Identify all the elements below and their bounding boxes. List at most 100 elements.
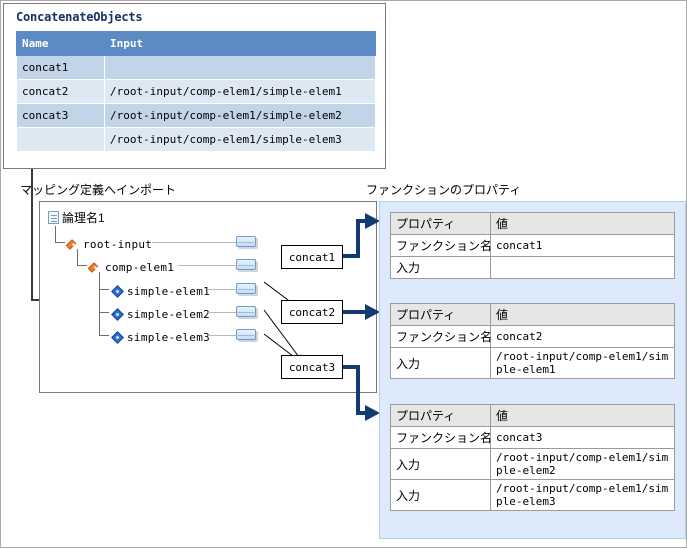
navy-connector-h <box>343 365 360 369</box>
tree-node-simple-elem2[interactable]: simple-elem2 <box>111 306 211 322</box>
navy-connector-h <box>343 310 367 314</box>
page-title: ConcatenateObjects <box>16 10 143 24</box>
connector-chip[interactable] <box>236 283 256 294</box>
navy-connector-v <box>356 219 360 258</box>
table-row[interactable]: concat1 <box>16 55 376 80</box>
connector-chip[interactable] <box>236 259 256 270</box>
property-table-concat3: プロパティ 値 ファンクション名 concat3 入力 /root-input/… <box>390 404 675 511</box>
table-header-row: プロパティ 値 <box>390 303 675 326</box>
column-header-property: プロパティ <box>390 212 491 235</box>
property-table-concat1: プロパティ 値 ファンクション名 concat1 入力 <box>390 212 675 279</box>
row-value <box>490 256 675 279</box>
navy-arrow-head-icon <box>365 304 380 320</box>
function-properties-panel: プロパティ 値 ファンクション名 concat1 入力 プロパティ 値 ファンク… <box>379 201 686 539</box>
tree-node-label: simple-elem2 <box>127 307 211 321</box>
tree-node-simple-elem1[interactable]: simple-elem1 <box>111 283 211 299</box>
navy-connector-v <box>356 365 360 415</box>
complex-element-icon <box>65 238 79 250</box>
cell-input: /root-input/comp-elem1/simple-elem1 <box>104 79 376 104</box>
simple-element-icon <box>111 330 124 344</box>
row-key: 入力 <box>390 448 491 480</box>
tree-node-simple-elem3[interactable]: simple-elem3 <box>111 329 211 345</box>
function-box-label: concat2 <box>288 305 336 319</box>
cell-name: concat2 <box>16 79 105 104</box>
table-row: ファンクション名 concat3 <box>390 426 675 449</box>
tree-node-label: 論理名1 <box>62 210 105 225</box>
tree-guide-line <box>99 312 109 313</box>
tree-guide-line <box>55 226 56 243</box>
table-row[interactable]: concat3 /root-input/comp-elem1/simple-el… <box>16 103 376 128</box>
table-row: 入力 /root-input/comp-elem1/simple-elem2 <box>390 448 675 480</box>
tree-node-comp-elem1[interactable]: comp-elem1 <box>87 259 175 275</box>
cell-input <box>104 55 376 80</box>
tree-connector-dash <box>208 335 237 336</box>
connector-chip[interactable] <box>236 236 256 247</box>
table-header-row: Name Input <box>16 31 376 56</box>
table-header-row: プロパティ 値 <box>390 212 675 235</box>
navy-arrow-head-icon <box>365 213 380 229</box>
navy-connector-h <box>356 411 367 415</box>
tree-guide-line <box>99 272 100 336</box>
tree-node-label: simple-elem3 <box>127 330 211 344</box>
cell-input: /root-input/comp-elem1/simple-elem3 <box>104 127 376 152</box>
row-key: ファンクション名 <box>390 426 492 449</box>
function-box-concat3[interactable]: concat3 <box>281 355 343 379</box>
row-value: concat3 <box>490 426 675 449</box>
table-row: 入力 /root-input/comp-elem1/simple-elem1 <box>390 347 675 379</box>
table-row: ファンクション名 concat2 <box>390 325 675 348</box>
column-header-value: 値 <box>490 303 675 326</box>
column-header-value: 値 <box>490 404 675 427</box>
table-header-row: プロパティ 値 <box>390 404 675 427</box>
tree-guide-line <box>55 242 65 243</box>
complex-element-icon <box>87 261 101 273</box>
row-key: 入力 <box>390 256 491 279</box>
row-value: concat1 <box>490 234 675 257</box>
concatenate-objects-panel: ConcatenateObjects Name Input concat1 co… <box>3 3 386 169</box>
tree-guide-line <box>77 249 78 266</box>
function-box-label: concat3 <box>288 360 336 374</box>
table-row[interactable]: concat2 /root-input/comp-elem1/simple-el… <box>16 79 376 104</box>
tree-node-root[interactable]: 論理名1 <box>48 209 105 225</box>
property-table-concat2: プロパティ 値 ファンクション名 concat2 入力 /root-input/… <box>390 303 675 379</box>
tree-connector-dash <box>208 289 237 290</box>
tree-node-root-input[interactable]: root-input <box>65 236 153 252</box>
import-arrow-vertical <box>31 169 33 300</box>
row-value: /root-input/comp-elem1/simple-elem2 <box>490 448 675 480</box>
cell-name: concat3 <box>16 103 105 128</box>
function-box-concat1[interactable]: concat1 <box>281 245 343 269</box>
tree-node-label: root-input <box>83 237 153 251</box>
row-value: concat2 <box>490 325 675 348</box>
table-row: 入力 /root-input/comp-elem1/simple-elem3 <box>390 479 675 511</box>
tree-guide-line <box>99 335 109 336</box>
table-row: ファンクション名 concat1 <box>390 234 675 257</box>
table-row: 入力 <box>390 256 675 279</box>
tree-node-label: simple-elem1 <box>127 284 211 298</box>
column-header-value: 値 <box>490 212 675 235</box>
column-header-property: プロパティ <box>390 303 491 326</box>
connector-chip[interactable] <box>236 306 256 317</box>
cell-name <box>16 127 105 152</box>
row-key: 入力 <box>390 347 491 379</box>
tree-node-label: comp-elem1 <box>105 260 175 274</box>
column-header-property: プロパティ <box>390 404 491 427</box>
column-header-input: Input <box>104 31 376 56</box>
caption-function-properties: ファンクションのプロパティ <box>366 183 522 197</box>
tree-connector-dash <box>208 312 237 313</box>
connector-chip[interactable] <box>236 329 256 340</box>
tree-guide-line <box>99 289 109 290</box>
row-value: /root-input/comp-elem1/simple-elem3 <box>490 479 675 511</box>
cell-input: /root-input/comp-elem1/simple-elem2 <box>104 103 376 128</box>
column-header-name: Name <box>16 31 105 56</box>
navy-connector-h <box>343 254 360 258</box>
caption-import-to-mapping: マッピング定義へインポート <box>20 183 177 197</box>
tree-connector-dash <box>178 265 237 266</box>
table-row[interactable]: /root-input/comp-elem1/simple-elem3 <box>16 127 376 152</box>
navy-connector-h <box>356 219 367 223</box>
function-box-concat2[interactable]: concat2 <box>281 300 343 324</box>
concatenate-objects-table: Name Input concat1 concat2 /root-input/c… <box>16 31 376 152</box>
simple-element-icon <box>111 284 124 298</box>
navy-arrow-head-icon <box>365 405 380 421</box>
row-key: ファンクション名 <box>390 234 492 257</box>
row-value: /root-input/comp-elem1/simple-elem1 <box>490 347 675 379</box>
cell-name: concat1 <box>16 55 105 80</box>
